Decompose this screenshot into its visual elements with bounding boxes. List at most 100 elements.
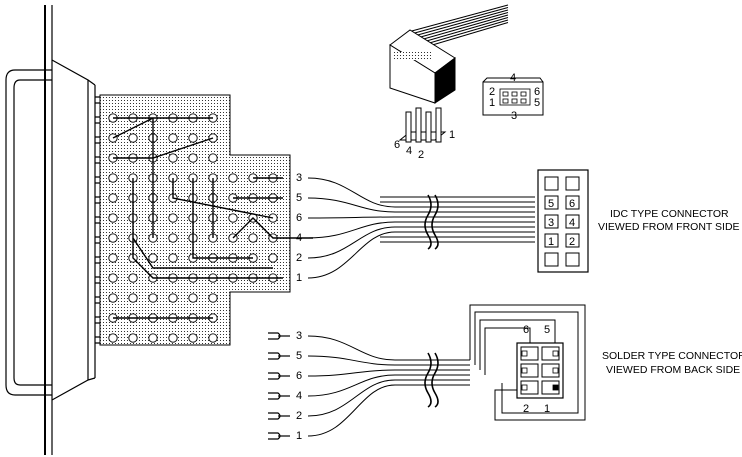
idc-cell: [544, 195, 559, 210]
ribbon-connector-illustration: [389, 4, 509, 104]
board-hole: [168, 133, 178, 143]
solder-cable: [307, 335, 470, 437]
jumper-wire: [112, 117, 154, 139]
board-hole: [208, 153, 218, 163]
idc-wire: [307, 221, 535, 239]
board-hole: [268, 253, 278, 263]
board-hole: [128, 133, 138, 143]
pin-header-label: 1: [449, 129, 455, 141]
solder-caption-line2: VIEWED FROM BACK SIDE: [606, 364, 740, 376]
solder-caption: SOLDER TYPE CONNECTOR VIEWED FROM BACK S…: [602, 350, 742, 376]
solder-pin-label: 1: [296, 430, 302, 442]
board-hole: [228, 213, 238, 223]
solder-caption-line1: SOLDER TYPE CONNECTOR: [602, 350, 742, 362]
jumper-wire: [132, 178, 273, 269]
socket-hole: [502, 98, 509, 104]
board-hole: [148, 253, 158, 263]
solder-connector-labels: 6 5 2 1: [523, 324, 550, 415]
board-hole: [168, 233, 178, 243]
idc-cell: [544, 214, 559, 229]
board-hole: [148, 333, 158, 343]
board-hole: [188, 153, 198, 163]
socket-label-bottom: 3: [511, 110, 517, 122]
socket-hole: [511, 98, 518, 104]
solder-pad: [521, 367, 528, 374]
ribbon-wire: [428, 22, 509, 47]
idc-cell: [565, 252, 580, 267]
idc-wire: [307, 231, 535, 279]
ribbon-wire: [416, 12, 509, 39]
idc-pin-label: 1: [296, 272, 302, 284]
idc-cell-label: 4: [569, 217, 575, 229]
board-hole: [108, 213, 118, 223]
idc-cell-label: 3: [548, 217, 554, 229]
jumper-wire: [192, 178, 253, 259]
solder-connector-back: [469, 304, 586, 421]
board-hole: [108, 273, 118, 283]
board-hole: [128, 273, 138, 283]
solder-wire: [307, 384, 470, 437]
solder-pad: [552, 367, 559, 374]
ribbon-wire: [422, 17, 509, 43]
socket-label-right-bottom: 5: [534, 97, 540, 109]
ribbon-wire: [407, 4, 509, 33]
board-hole: [108, 173, 118, 183]
solder-cell: [541, 363, 560, 378]
solder-pin-labels: 3 5 6 4 2 1: [296, 330, 302, 442]
idc-cell-label: 6: [569, 198, 575, 210]
ribbon-wire: [425, 19, 509, 45]
board-hole: [168, 253, 178, 263]
idc-cell: [565, 214, 580, 229]
idc-cell-label: 1: [548, 236, 554, 248]
socket-label-top: 4: [510, 72, 516, 84]
socket-label-left-top: 2: [489, 86, 495, 98]
board-hole: [188, 333, 198, 343]
solder-loop-wire: [474, 311, 579, 414]
pin-header-illustration: 6 4 2 1: [394, 107, 455, 161]
idc-cell: [544, 176, 559, 191]
pin-header-label: 4: [406, 145, 412, 157]
perf-board: [99, 94, 313, 346]
idc-cell: [565, 233, 580, 248]
solder-cell: [541, 346, 560, 361]
socket-label-right-top: 6: [534, 86, 540, 98]
board-hole: [208, 293, 218, 303]
pin-header-label: 6: [394, 139, 400, 151]
solder-top-label: 6: [523, 324, 529, 336]
solder-pin-label: 2: [296, 410, 302, 422]
board-hole: [128, 293, 138, 303]
solder-wire: [307, 379, 470, 417]
idc-cell: [565, 176, 580, 191]
idc-caption-line1: IDC TYPE CONNECTOR: [610, 208, 729, 220]
idc-wire: [307, 197, 535, 213]
idc-cable: [307, 177, 535, 279]
solder-bottom-label: 2: [523, 403, 529, 415]
ribbon-wire: [410, 7, 509, 35]
pin-header-label: 2: [418, 149, 424, 161]
board-hole: [108, 233, 118, 243]
board-hole: [128, 333, 138, 343]
board-hole: [108, 253, 118, 263]
idc-caption-line2: VIEWED FROM FRONT SIDE: [598, 221, 740, 233]
solder-cell: [520, 363, 539, 378]
solder-cell: [520, 380, 539, 395]
solder-pin-label: 3: [296, 330, 302, 342]
idc-cell-label: 5: [548, 198, 554, 210]
solder-pad: [552, 384, 559, 391]
solder-pin-label: 6: [296, 370, 302, 382]
idc-pin-label: 4: [296, 232, 302, 244]
solder-stubs: [268, 332, 290, 440]
idc-pin-labels: 3 5 6 4 2 1: [296, 172, 302, 284]
socket-hole: [520, 91, 527, 97]
board-hole: [108, 193, 118, 203]
idc-wire: [307, 177, 535, 208]
solder-bottom-label: 1: [544, 403, 550, 415]
idc-pin-label: 6: [296, 212, 302, 224]
solder-pin-label: 4: [296, 390, 302, 402]
board-hole: [188, 133, 198, 143]
board-hole: [168, 213, 178, 223]
idc-pin-label: 2: [296, 252, 302, 264]
board-hole: [188, 293, 198, 303]
